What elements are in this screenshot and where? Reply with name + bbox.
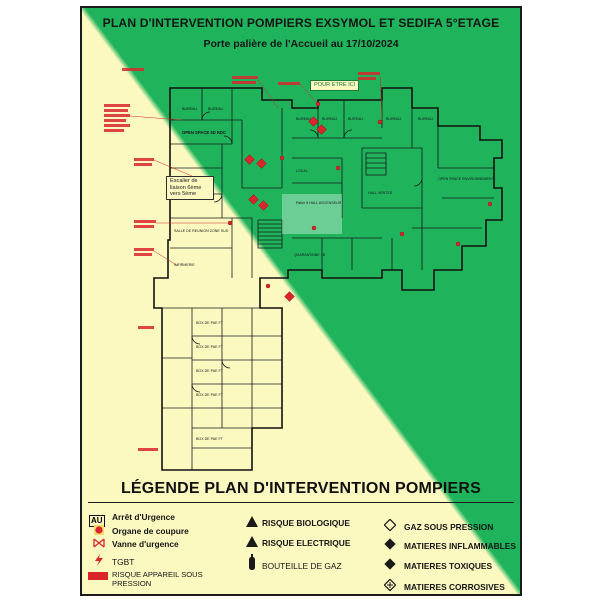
outer-wall	[153, 87, 503, 471]
infirmerie-label: INFIRMERIE	[174, 263, 195, 267]
legend-au-label: Arrêt d'Urgence	[112, 512, 175, 522]
cutoff-icon	[94, 525, 104, 535]
legend-toxic-label: MATIERES TOXIQUES	[404, 561, 493, 571]
legend-pressure-label: RISQUE APPAREIL SOUS PRESSION	[112, 570, 203, 588]
quarantine-label: QUARANTAINE 1B	[294, 253, 326, 257]
toxic-diamond-icon	[384, 558, 396, 570]
flammable-diamond-icon	[384, 538, 396, 550]
legend-tgbt-label: TGBT	[112, 557, 135, 567]
box-label-4: BOX DE PAE FT	[196, 393, 224, 397]
corrosive-diamond-icon	[384, 579, 396, 591]
svg-text:BUREAU: BUREAU	[386, 117, 401, 121]
svg-text:BUREAU: BUREAU	[296, 117, 311, 121]
gas-pressure-diamond-icon	[384, 519, 396, 531]
legend-valve-label: Vanne d'urgence	[112, 539, 179, 549]
biohazard-triangle-icon	[246, 516, 258, 527]
pressure-device-icon	[88, 572, 108, 580]
open-space-label: OPEN SPACE 3D RDC	[182, 130, 226, 135]
legend-gas-bottle-label: BOUTEILLE DE GAZ	[262, 561, 342, 571]
gas-bottle-icon	[249, 554, 255, 570]
hall-label: HALL VENTES	[368, 191, 393, 195]
legend-elec-label: RISQUE ELECTRIQUE	[262, 538, 351, 548]
room-label: BUREAU	[182, 107, 197, 111]
plan-subtitle: Porte palière de l'Accueil au 17/10/2024	[203, 38, 399, 50]
valve-icon	[93, 538, 105, 548]
svg-text:BUREAU: BUREAU	[348, 117, 363, 121]
hazard-diamond-icon	[244, 116, 327, 302]
stairs-note: Escalier de liaison 6ème vers 5ème	[166, 176, 214, 200]
legend-corrosive-label: MATIERES CORROSIVES	[404, 582, 505, 592]
box-label-1: BOX DE PAE FT	[196, 321, 224, 325]
floor-plan: BUREAU BUREAU BUREAU BUREAU BUREAU BUREA…	[104, 68, 503, 471]
legend-title: LÉGENDE PLAN D'INTERVENTION POMPIERS	[120, 480, 482, 497]
box-label-5: BOX DE PAE FT	[196, 437, 224, 441]
legend-cutoff-label: Organe de coupure	[112, 526, 189, 536]
svg-text:BUREAU: BUREAU	[208, 107, 223, 111]
reunion-label: SALLE DE REUNION ZONE SUD	[174, 229, 229, 233]
you-are-here-note: POUR ETRE ICI	[310, 80, 360, 91]
box-label-2: BOX DE PAE FT	[196, 345, 224, 349]
legend-bio-label: RISQUE BIOLOGIQUE	[262, 518, 350, 528]
plan-title: PLAN D'INTERVENTION POMPIERS EXSYMOL ET …	[102, 16, 500, 30]
fire-intervention-plan-panel: PLAN D'INTERVENTION POMPIERS EXSYMOL ET …	[80, 6, 522, 596]
box-label-3: BOX DE PAE FT	[196, 369, 224, 373]
open-space-env-label: OPEN SPACE ENVIRONNEMENT	[438, 177, 494, 181]
corridor-label: Palier 5 HALL ASCENSEUR	[296, 201, 342, 205]
svg-text:BUREAU: BUREAU	[322, 117, 337, 121]
lightning-icon	[95, 554, 103, 566]
legend-flammable-label: MATIERES INFLAMMABLES	[404, 541, 516, 551]
local-label: LOCAL	[296, 169, 308, 173]
electric-triangle-icon	[246, 536, 258, 547]
legend-divider	[88, 502, 514, 503]
svg-text:BUREAU: BUREAU	[418, 117, 433, 121]
legend-gaz-label: GAZ SOUS PRESSION	[404, 522, 494, 532]
